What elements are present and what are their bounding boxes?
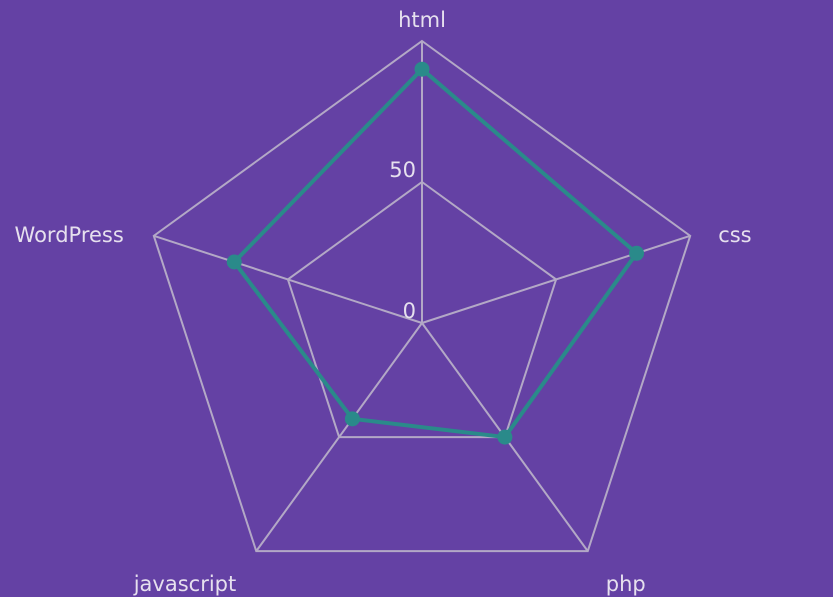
category-label-css: css [718, 223, 751, 247]
data-point-wordpress [226, 254, 242, 270]
category-label-javascript: javascript [133, 572, 237, 596]
series-layer [226, 61, 645, 445]
grid-ring-100 [152, 39, 692, 553]
data-point-css [629, 245, 645, 261]
category-label-php: php [606, 572, 646, 596]
label-layer: html css php javascript WordPress 0 50 [15, 8, 752, 596]
data-point-html [414, 61, 430, 77]
data-point-javascript [344, 411, 360, 427]
data-point-php [497, 429, 513, 445]
radial-tick-label: 0 [403, 299, 416, 323]
category-label-wordpress: WordPress [15, 223, 124, 247]
series-line [232, 67, 639, 440]
radial-tick-label: 50 [389, 158, 416, 182]
grid-ring-50 [286, 180, 558, 439]
axis-spoke-javascript [255, 322, 423, 552]
category-label-html: html [398, 8, 446, 32]
axis-spoke-css [421, 234, 691, 324]
axis-layer [153, 41, 691, 552]
axis-spoke-wordpress [153, 234, 423, 324]
grid-layer [152, 39, 692, 553]
